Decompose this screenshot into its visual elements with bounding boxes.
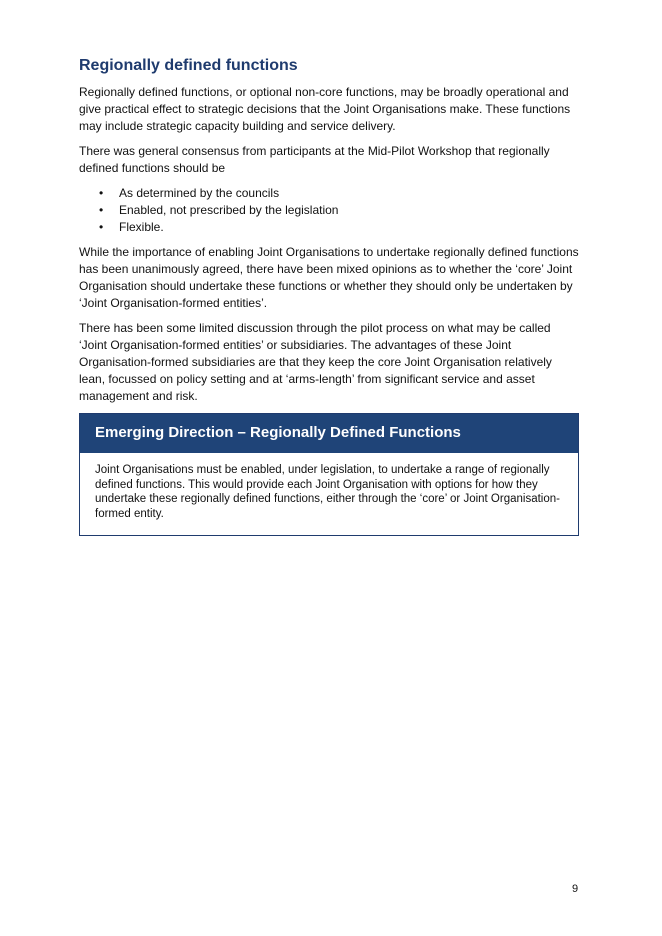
list-item-text: Enabled, not prescribed by the legislati… [119,203,339,217]
list-item: • As determined by the councils [79,185,579,202]
paragraph-subsidiaries: There has been some limited discussion t… [79,321,552,403]
bullet-icon: • [99,186,104,200]
list-item-text: Flexible. [119,220,164,234]
paragraph-consensus: There was general consensus from partici… [79,144,550,175]
page-number: 9 [572,883,579,895]
list-item: • Flexible. [79,219,579,236]
bullet-list: • As determined by the councils • Enable… [79,185,579,236]
callout-title: Emerging Direction – Regionally Defined … [80,414,578,453]
callout-body: Joint Organisations must be enabled, und… [95,464,560,520]
emerging-direction-callout: Emerging Direction – Regionally Defined … [79,413,579,536]
bullet-icon: • [99,203,104,217]
list-item-text: As determined by the councils [119,186,280,200]
section-heading: Regionally defined functions [79,57,298,74]
bullet-icon: • [99,220,104,234]
paragraph-mixed-opinions: While the importance of enabling Joint O… [79,245,579,310]
document-page: Regionally defined functions Regionally … [79,56,579,536]
list-item: • Enabled, not prescribed by the legisla… [79,202,579,219]
paragraph-intro: Regionally defined functions, or optiona… [79,85,571,133]
